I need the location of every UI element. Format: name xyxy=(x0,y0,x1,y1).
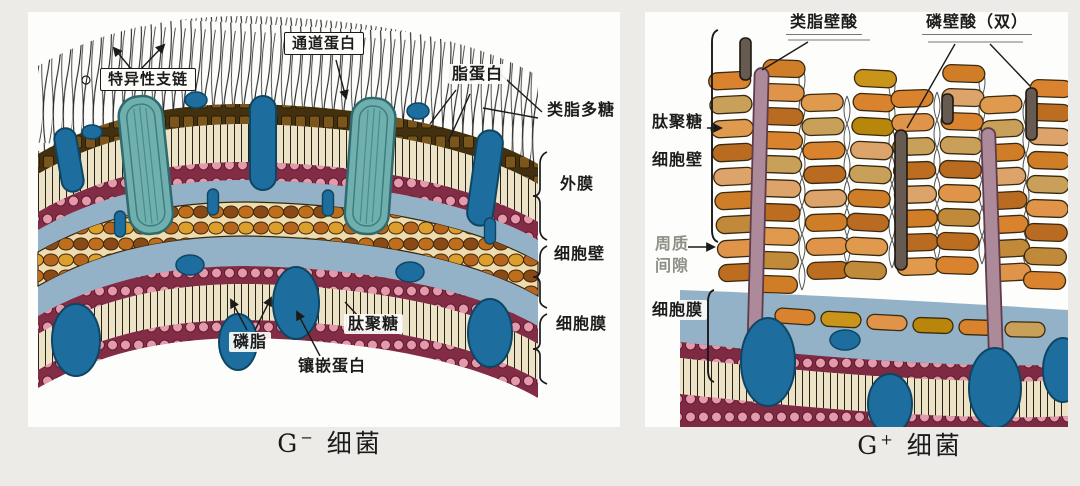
cell-membrane-brace xyxy=(532,313,548,385)
protein-blob xyxy=(395,261,425,283)
inner-membrane-protein xyxy=(272,266,320,340)
lps-hair-layer xyxy=(38,16,538,172)
membrane-proteins xyxy=(51,91,513,377)
membrane-protein xyxy=(1042,337,1068,403)
label-cell-membrane-left: 细胞膜 xyxy=(552,314,612,334)
protein-blob xyxy=(406,102,430,120)
membrane-protein xyxy=(968,347,1022,427)
lipoprotein-rod xyxy=(113,210,127,238)
lipoteichoic-acid-rods xyxy=(746,67,1004,357)
label-teichoic-acid: 磷壁酸（双） xyxy=(922,12,1033,35)
porin-channel-protein xyxy=(117,94,175,236)
outer-membrane-protein xyxy=(53,127,85,193)
label-periplasmic-space-line1: 周质 xyxy=(655,234,690,253)
caption-g-plus-text: 细菌 xyxy=(906,431,963,460)
label-lipopolysaccharide: 类脂多糖 xyxy=(543,100,620,120)
caption-g-minus-text: 细菌 xyxy=(326,429,383,458)
side-chain-marker-dot xyxy=(81,75,91,85)
peptidoglycan-wall xyxy=(708,58,1068,338)
caption-g-plus-sign: + xyxy=(880,430,896,449)
label-specific-side-chain: 特异性支链 xyxy=(100,68,197,91)
caption-gram-negative: G− 细菌 xyxy=(210,424,450,460)
label-outer-membrane: 外膜 xyxy=(556,174,599,194)
lipoprotein-rod xyxy=(483,217,497,245)
inner-membrane-protein xyxy=(467,298,513,368)
caption-g-plus-base: G xyxy=(857,431,881,460)
inner-membrane-protein xyxy=(51,303,101,377)
label-embedded-protein: 镶嵌蛋白 xyxy=(294,356,371,376)
label-lipoprotein: 脂蛋白 xyxy=(448,64,508,84)
lipoprotein-rod xyxy=(321,189,335,217)
cell-wall-bracket xyxy=(711,29,719,243)
outer-membrane-protein xyxy=(249,95,277,191)
label-periplasmic-space-line2: 间隙 xyxy=(655,256,690,275)
porin-channel-protein xyxy=(343,96,397,236)
outer-membrane-protein xyxy=(466,129,504,227)
membrane-protein xyxy=(740,317,796,407)
label-cell-membrane-right: 细胞膜 xyxy=(648,300,708,320)
plasma-membrane-layer xyxy=(680,317,1068,427)
label-channel-protein: 通道蛋白 xyxy=(284,32,365,55)
label-peptidoglycan-right: 肽聚糖 xyxy=(648,112,708,132)
caption-g-minus-base: G xyxy=(277,429,301,458)
gram-negative-diagram xyxy=(37,16,548,398)
membrane-protein xyxy=(867,373,913,427)
protein-blob xyxy=(175,254,205,276)
protein-blob xyxy=(829,329,861,351)
label-cell-wall-right: 细胞壁 xyxy=(648,150,708,170)
label-cell-wall-left: 细胞壁 xyxy=(550,244,610,264)
cell-wall-brace xyxy=(532,245,548,309)
label-phospholipid: 磷脂 xyxy=(229,332,272,352)
cell-membrane-bracket xyxy=(707,289,715,383)
lipoprotein-rod xyxy=(206,188,220,216)
caption-g-minus-sign: − xyxy=(300,428,316,447)
gram-positive-diagram xyxy=(680,29,1068,427)
protein-blob xyxy=(184,91,208,109)
teichoic-acid-rods xyxy=(739,37,1038,271)
label-peptidoglycan-left: 肽聚糖 xyxy=(344,314,404,334)
outer-membrane-brace xyxy=(532,151,548,241)
protein-blob xyxy=(81,124,103,140)
annotation-lines xyxy=(688,29,1031,383)
label-lipoteichoic-acid: 类脂壁酸 xyxy=(786,12,863,35)
inner-membrane-layer xyxy=(38,266,538,398)
caption-gram-positive: G+ 细菌 xyxy=(790,426,1030,462)
